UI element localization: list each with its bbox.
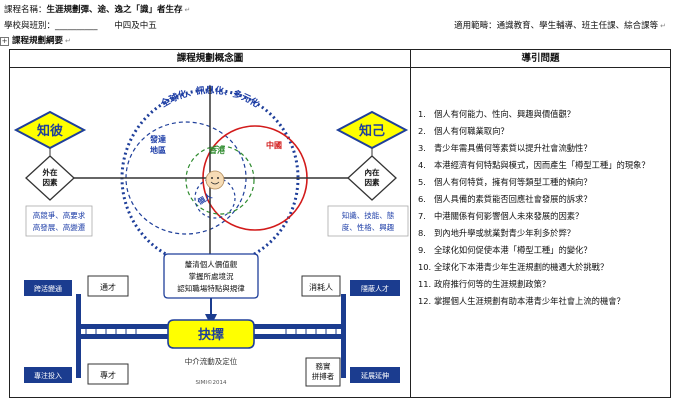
copyright-label: SIMI©2014 <box>196 379 227 386</box>
external-factor-diamond <box>25 155 75 201</box>
question-item: 12.掌握個人生涯規劃有助本港青少年社會上流的機會？ <box>418 295 668 307</box>
hidden-talent-label: 隱蔽人才 <box>361 284 389 293</box>
question-item: 2. 個人有何職業取向？ <box>418 125 668 137</box>
hidden-talent-tag <box>350 280 400 296</box>
internal-factor-label: 內在因素 <box>365 167 380 187</box>
question-item: 10.全球化下本港青少年生涯規劃的機遇大於挑戰？ <box>418 261 668 273</box>
question-number: 7. <box>418 211 426 221</box>
school-label: 學校與班別：__________ <box>4 21 98 31</box>
scroll-text-line-3: 認知職場特點與規律 <box>177 283 245 293</box>
scope-label: 適用範疇： <box>454 21 497 31</box>
scope-line: 適用範疇：通識教育、學生輔導、班主任課、綜合課等↵ <box>454 21 666 31</box>
specialist-box <box>87 363 129 385</box>
smiley-eye-right <box>217 177 219 179</box>
zhi-bi-label: 知彼 <box>37 123 63 139</box>
question-number: 8. <box>418 228 426 238</box>
choice-label: 抉擇 <box>198 327 224 343</box>
developed-regions-label: 發達地區 <box>149 134 166 155</box>
pragmatic-box <box>305 357 341 387</box>
internal-desc-box <box>327 205 409 237</box>
column-divider <box>410 50 411 397</box>
hongkong-label: 香港 <box>208 145 226 155</box>
scope-value: 通識教育、學生輔導、班主任課、綜合課等 <box>496 21 659 31</box>
course-title-line: 課程名稱：生涯規劃彈、途、逸之「識」者生存↵ <box>4 5 191 15</box>
question-text: 個人有何能力、性向、興趣與價值觀？ <box>434 109 576 119</box>
question-item: 4. 本港經濟有何特點與模式，因而產生「樽型工種」的現象？ <box>418 159 668 171</box>
question-item: 11.政府推行何等的生涯規劃政策？ <box>418 278 668 290</box>
left-column-header: 課程規劃概念圖 <box>10 50 410 68</box>
question-item: 1. 個人有何能力、性向、興趣與價值觀？ <box>418 108 668 120</box>
school-line: 學校與班別：__________ 中四及中五 <box>4 19 157 31</box>
planning-table: 課程規劃概念圖 導引問題 <box>9 49 671 398</box>
question-number: 4. <box>418 160 426 170</box>
question-number: 1. <box>418 109 426 119</box>
external-desc-label: 高競爭、高要求高發展、高變遷 <box>33 210 86 232</box>
scroll-text-line-2: 掌握所處境況 <box>189 271 234 281</box>
middle-flow-label: 中介流動及定位 <box>185 356 238 366</box>
question-number: 10. <box>418 262 432 272</box>
right-column-header: 導引問題 <box>411 50 670 68</box>
scroll-text-line-1: 釐清個人價值觀 <box>185 259 238 269</box>
question-item: 7. 中港關係有何影響個人未來發展的因素？ <box>418 210 668 222</box>
cross-flow-tag <box>24 280 72 296</box>
internal-desc-label: 知識、技能、態度、性格、興趣 <box>342 210 395 232</box>
smiley-eye-left <box>211 177 213 179</box>
question-text: 個人有何職業取向？ <box>434 126 509 136</box>
generalist-box <box>87 275 129 297</box>
concept-diagram: 全球化、訊息化、多元化 發達地區 香港 中國 個人 知彼 外在因素 高競爭、高要… <box>13 84 409 387</box>
generalist-label: 通才 <box>100 282 116 292</box>
question-number: 6. <box>418 194 426 204</box>
question-item: 5. 個人有何特質，擁有何等類型工種的傾向？ <box>418 176 668 188</box>
question-text: 青少年需具備何等素質以提升社會流動性？ <box>434 143 592 153</box>
choice-scroll <box>167 319 255 349</box>
question-text: 個人有何特質，擁有何等類型工種的傾向？ <box>434 177 592 187</box>
course-label: 課程名稱： <box>4 5 47 15</box>
pragmatic-label: 務實拼搏者 <box>312 361 335 381</box>
question-item: 3. 青少年需具備何等素質以提升社會流動性？ <box>418 142 668 154</box>
ladder-rungs <box>85 324 337 339</box>
right-rail <box>341 294 346 378</box>
smiley-face-icon <box>205 170 225 190</box>
question-text: 本港經濟有何特點與模式，因而產生「樽型工種」的現象？ <box>434 160 650 170</box>
consumer-label: 消耗人 <box>309 282 333 292</box>
question-number: 3. <box>418 143 426 153</box>
specialist-invest-tag <box>24 367 72 383</box>
guiding-questions-list: 1. 個人有何能力、性向、興趣與價值觀？ 2. 個人有何職業取向？ 3. 青少年需具備何等… <box>418 108 668 312</box>
question-number: 2. <box>418 126 426 136</box>
question-text: 中港關係有何影響個人未來發展的因素？ <box>434 211 584 221</box>
china-label: 中國 <box>266 140 282 150</box>
left-rail <box>76 294 81 378</box>
individual-circle <box>194 177 236 219</box>
specialist-label: 專才 <box>100 370 116 380</box>
table-move-handle[interactable]: + <box>0 37 9 46</box>
question-text: 到內地升學或就業對青少年利多於弊？ <box>434 228 576 238</box>
zhi-ji-label: 知己 <box>359 123 385 139</box>
question-item: 8. 到內地升學或就業對青少年利多於弊？ <box>418 227 668 239</box>
question-text: 政府推行何等的生涯規劃政策？ <box>434 279 551 289</box>
question-number: 5. <box>418 177 426 187</box>
value-scroll-banner <box>163 253 259 299</box>
question-text: 全球化下本港青少年生涯規劃的機遇大於挑戰？ <box>434 262 609 272</box>
question-text: 個人具備的素質能否回應社會發展的訴求？ <box>434 194 592 204</box>
course-name: 生涯規劃彈、途、逸之「識」者生存 <box>46 5 183 15</box>
question-text: 全球化如何促使本港「樽型工種」的變化？ <box>434 245 592 255</box>
smiley-mouth <box>210 181 220 185</box>
section-title: 課程規劃綱要↵ <box>12 36 71 46</box>
question-item: 9. 全球化如何促使本港「樽型工種」的變化？ <box>418 244 668 256</box>
grade-label: 中四及中五 <box>114 21 157 31</box>
question-number: 11. <box>418 279 432 289</box>
question-item: 6. 個人具備的素質能否回應社會發展的訴求？ <box>418 193 668 205</box>
external-factor-label: 外在因素 <box>43 167 58 187</box>
question-text: 掌握個人生涯規劃有助本港青少年社會上流的機會？ <box>434 296 625 306</box>
question-number: 12. <box>418 296 432 306</box>
hongkong-circle <box>185 145 255 215</box>
extend-tag <box>350 367 400 383</box>
extend-label: 延展延伸 <box>361 371 389 380</box>
cross-flow-label: 跨活變通 <box>34 284 62 293</box>
specialist-invest-label: 專注投入 <box>34 371 62 380</box>
internal-factor-diamond <box>347 155 397 201</box>
external-desc-box <box>25 205 93 237</box>
question-number: 9. <box>418 245 426 255</box>
consumer-box <box>301 275 341 297</box>
